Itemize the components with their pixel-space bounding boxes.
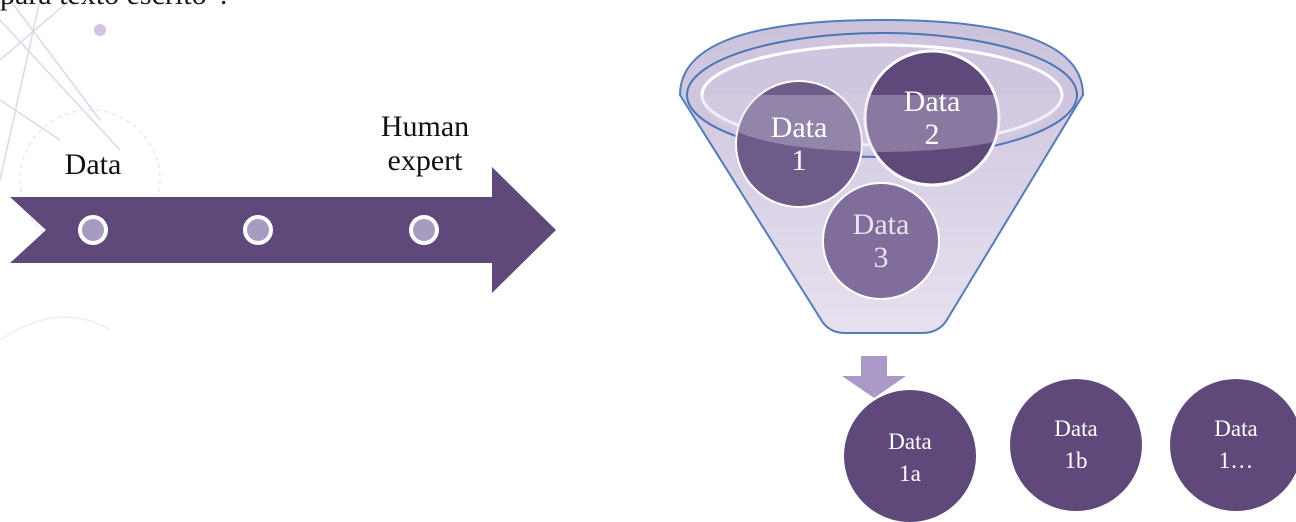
header-partial-text: para texto escrito”. [0, 0, 227, 12]
funnel-input-label-3: Data 3 [852, 208, 910, 274]
timeline-node-1 [78, 215, 108, 245]
timeline-label-data: Data [64, 148, 122, 181]
funnel-input-circle-1 [735, 80, 863, 208]
funnel-input-label-2: Data 2 [903, 85, 961, 151]
timeline-arrow [10, 167, 556, 293]
output-circle-2 [1010, 379, 1142, 511]
down-arrow [842, 356, 906, 398]
output-circle-3 [1170, 379, 1296, 511]
output-circle-1 [844, 390, 976, 522]
timeline-arrow-shape [10, 167, 556, 293]
funnel-input-circle-2 [863, 49, 1001, 187]
output-label-1: Data 1a [888, 429, 932, 486]
funnel-input-circle-3 [822, 182, 940, 300]
timeline-node-2 [243, 215, 273, 245]
output-label-3: Data 1… [1214, 416, 1258, 473]
funnel-input-label-1: Data 1 [770, 111, 828, 177]
output-label-2: Data 1b [1054, 416, 1098, 473]
timeline-node-3 [409, 215, 439, 245]
timeline-label-human-expert: Human expert [380, 110, 470, 177]
